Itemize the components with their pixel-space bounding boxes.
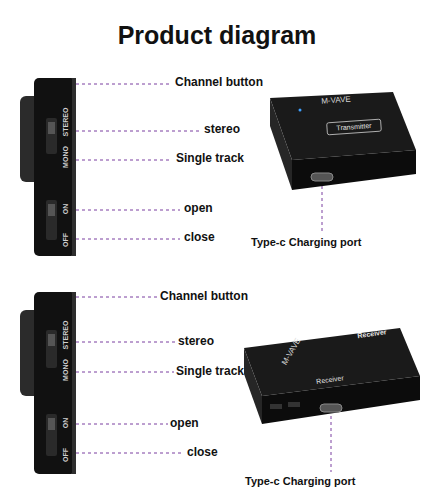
- device-marking: MONO: [62, 359, 70, 381]
- diagram-title: Product diagram: [0, 22, 434, 50]
- switch-knob: [48, 204, 55, 216]
- usb-c-port: [311, 173, 333, 181]
- part-label: Channel button: [175, 76, 263, 89]
- part-label: open: [184, 202, 213, 215]
- transmitter-side: [270, 98, 292, 190]
- part-label: stereo: [204, 123, 240, 136]
- switch-knob: [48, 418, 55, 430]
- switch-knob: [48, 122, 55, 134]
- usb-c-port: [320, 404, 342, 412]
- device-marking: OFF: [62, 448, 70, 462]
- device-marking: STEREO: [62, 108, 70, 137]
- part-label: close: [187, 446, 218, 459]
- mode-switch: [46, 118, 57, 154]
- led: [299, 109, 302, 112]
- mode-switch: [46, 330, 57, 368]
- power-switch: [46, 200, 57, 240]
- part-label: close: [184, 231, 215, 244]
- device-marking: MONO: [62, 146, 70, 168]
- device-marking: ON: [62, 418, 70, 429]
- part-label: Single track: [176, 365, 244, 378]
- part-label: Channel button: [160, 290, 248, 303]
- device-marking: ON: [62, 204, 70, 215]
- device-marking: OFF: [62, 233, 70, 247]
- part-label: stereo: [178, 335, 214, 348]
- switch-knob: [48, 334, 55, 346]
- device-edge: [72, 78, 76, 256]
- receiver-side: [244, 348, 262, 424]
- device-body: [34, 78, 76, 256]
- label-plate: [327, 119, 382, 135]
- device-edge: [72, 292, 76, 474]
- side-switch: [270, 404, 282, 409]
- device-marking: STEREO: [62, 321, 70, 350]
- device-body: [34, 292, 76, 474]
- transmitter-front: [292, 150, 416, 190]
- receiver-front: [262, 376, 420, 424]
- power-switch: [46, 414, 57, 456]
- part-label: Single track: [176, 152, 244, 165]
- part-label: open: [170, 417, 199, 430]
- transmitter-top: [270, 92, 416, 160]
- part-label: Type-c Charging port: [245, 475, 355, 487]
- side-switch: [288, 402, 300, 407]
- part-label: Type-c Charging port: [251, 236, 361, 248]
